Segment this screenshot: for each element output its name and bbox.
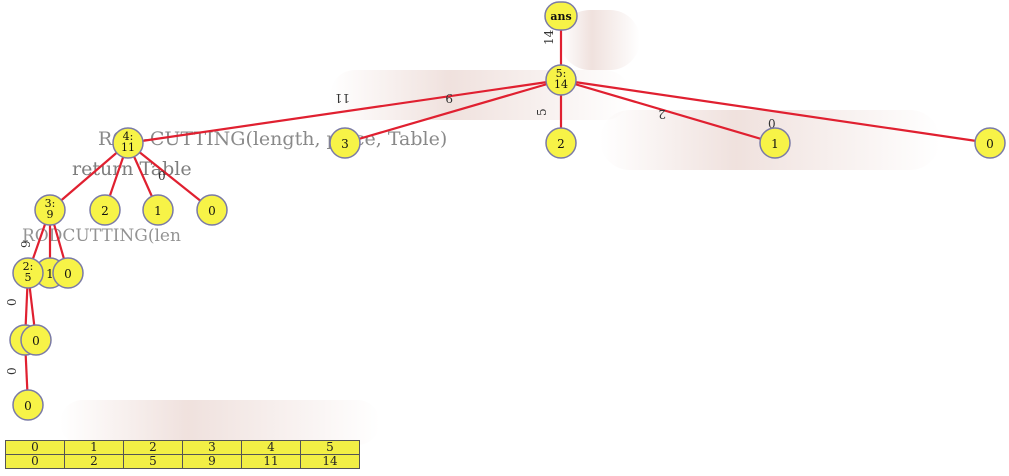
edge-label-2-1: 0 (5, 298, 19, 306)
node-id: 3: (45, 197, 56, 210)
tree-node-5[interactable]: 5: 14 (545, 64, 577, 96)
edge-label-5-4: 11 (335, 91, 350, 105)
edge-label-ans-5: 14 (542, 29, 556, 45)
dp-value-cell: 0 (5, 454, 65, 469)
node-value: 0 (986, 137, 994, 151)
edge-label-4-1: 0 (158, 169, 166, 183)
tree-node-2-child-0[interactable]: 0 (20, 324, 52, 356)
edge-label-5-0: 0 (768, 117, 776, 131)
dp-index-cell: 4 (241, 440, 301, 455)
edge-5-3 (344, 78, 562, 145)
node-value: 2 (557, 137, 565, 151)
dp-index-cell: 2 (123, 440, 183, 455)
dp-table: 0 1 2 3 4 5 0 2 5 9 11 14 (5, 440, 360, 469)
dp-index-cell: 5 (300, 440, 360, 455)
edge-4-0 (127, 142, 213, 211)
tree-node-3-child-0[interactable]: 0 (52, 257, 84, 289)
tree-node-2[interactable]: 2: 5 (12, 257, 44, 289)
tree-node-3[interactable]: 3: 9 (34, 194, 66, 226)
edge-label-5-2: 5 (535, 108, 549, 116)
dp-table-index-row: 0 1 2 3 4 5 (5, 440, 360, 455)
node-value: 0 (208, 204, 216, 218)
node-value: 0 (32, 334, 40, 348)
dp-index-cell: 1 (64, 440, 124, 455)
node-value: 5 (25, 271, 32, 284)
node-value: 2 (101, 204, 109, 218)
background-smear (60, 400, 380, 445)
node-value: 14 (554, 78, 568, 91)
node-value: 1 (46, 267, 54, 281)
node-value: 1 (154, 204, 162, 218)
tree-node-1-child-0[interactable]: 0 (12, 389, 44, 421)
node-id: 2: (23, 260, 34, 273)
background-pseudocode-line: RODCUTTING(len (22, 226, 181, 246)
dp-value-cell: 14 (300, 454, 360, 469)
tree-node-5-child-1[interactable]: 1 (759, 127, 791, 159)
edge-5-0 (560, 78, 991, 145)
dp-value-cell: 5 (123, 454, 183, 469)
tree-node-4-child-1[interactable]: 1 (142, 194, 174, 226)
dp-value-cell: 9 (182, 454, 242, 469)
edge-labels: 14 11 9 5 2 0 0 9 0 0 (5, 29, 776, 375)
tree-node-ans[interactable]: ans (544, 1, 578, 31)
tree-node-4-child-2[interactable]: 2 (89, 194, 121, 226)
edge-label-3-2: 9 (19, 240, 33, 248)
dp-table-value-row: 0 2 5 9 11 14 (5, 454, 360, 469)
dp-index-cell: 3 (182, 440, 242, 455)
edge-5-1 (560, 78, 776, 145)
tree-node-5-child-0[interactable]: 0 (974, 127, 1006, 159)
tree-node-5-child-3[interactable]: 3 (329, 127, 361, 159)
dp-index-cell: 0 (5, 440, 65, 455)
node-id: 5: (556, 67, 567, 80)
background-pseudocode-line: return Table (72, 158, 192, 180)
dp-value-cell: 2 (64, 454, 124, 469)
node-value: 9 (47, 208, 54, 221)
tree-nodes: ans 5: 14 4: 11 3 2 1 (9, 1, 1006, 421)
node-id: 4: (123, 130, 134, 143)
edge-5-4 (127, 78, 562, 145)
edge-label-5-3: 9 (445, 91, 453, 105)
tree-node-5-child-2[interactable]: 2 (545, 127, 577, 159)
node-value: 0 (24, 399, 32, 413)
node-value: 11 (121, 141, 135, 154)
node-value: 1 (771, 137, 779, 151)
tree-node-4[interactable]: 4: 11 (112, 127, 144, 159)
edge-label-1-0: 0 (5, 367, 19, 375)
background-smear (330, 70, 630, 120)
node-value: 0 (64, 267, 72, 281)
edge-4-3 (49, 142, 129, 211)
node-label: ans (550, 10, 571, 23)
tree-node-4-child-0[interactable]: 0 (196, 194, 228, 226)
node-value: 3 (341, 137, 349, 151)
edge-label-5-1: 2 (658, 107, 666, 121)
dp-value-cell: 11 (241, 454, 301, 469)
